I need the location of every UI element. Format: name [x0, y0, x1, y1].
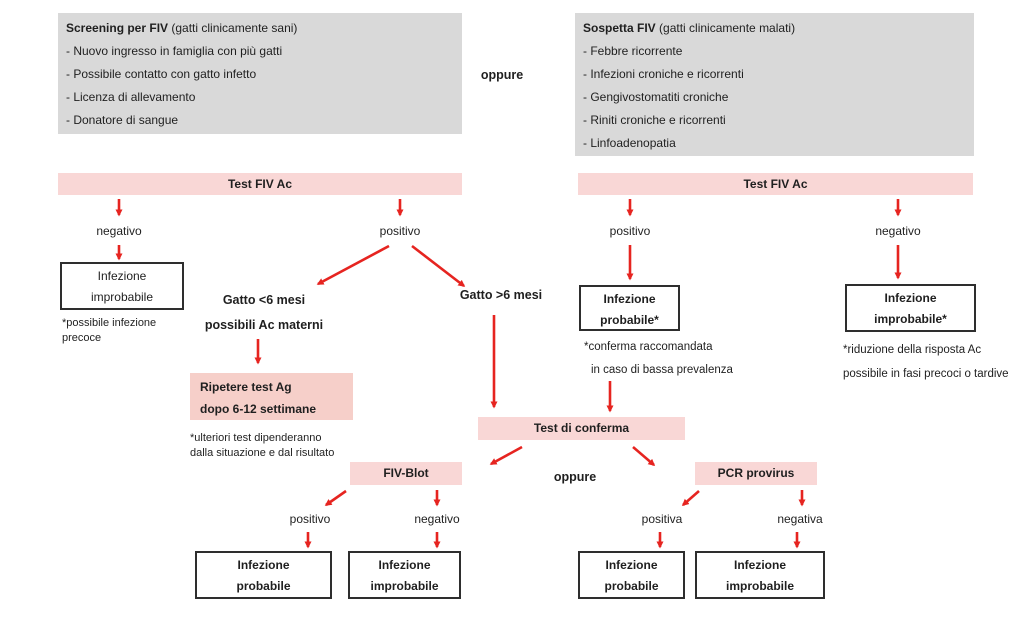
outcome-box-fivblot-probabile: Infezione probabile — [195, 551, 332, 599]
footnote-line: *conferma raccomandata — [584, 341, 713, 353]
outcome-line: probabile — [604, 579, 659, 593]
test-di-conferma-bar: Test di conferma — [478, 417, 685, 440]
outcome-box-pcr-improbabile: Infezione improbabile — [695, 551, 825, 599]
footnote-line: *riduzione della risposta Ac — [843, 344, 982, 356]
gatto-over-6-label: Gatto >6 mesi — [459, 288, 543, 302]
result-label-positivo: positivo — [379, 224, 421, 238]
outcome-box-infezione-improbabile-star: Infezione improbabile* — [845, 284, 976, 332]
test-fiv-ac-bar-left: Test FIV Ac — [58, 173, 462, 195]
gatto-under-6-line1: Gatto <6 mesi — [222, 293, 306, 307]
outcome-line: Infezione — [237, 558, 290, 572]
sospetta-criteria-box: Sospetta FIV (gatti clinicamente malati)… — [575, 13, 974, 156]
screening-criteria-box: Screening per FIV (gatti clinicamente sa… — [58, 13, 462, 134]
footnote-riduzione-risposta: *riduzione della risposta Ac possibile i… — [843, 338, 1024, 386]
outcome-line: Infezione — [97, 269, 147, 283]
footnote-line: possibile in fasi precoci o tardive — [843, 368, 1009, 380]
outcome-line: Infezione — [884, 291, 937, 305]
ripetere-line1: Ripetere test Ag — [200, 380, 292, 394]
oppure-bottom-label: oppure — [553, 470, 597, 484]
outcome-box-fivblot-improbabile: Infezione improbabile — [348, 551, 461, 599]
footnote-line: *ulteriori test dipenderanno — [190, 432, 322, 444]
list-item: - Possibile contatto con gatto infetto — [66, 67, 257, 81]
outcome-line: Infezione — [603, 292, 656, 306]
arrow-diagonal-right-icon — [411, 244, 466, 288]
footnote-line: *possibile infezione — [62, 317, 157, 329]
arrow-diagonal-left-icon — [681, 490, 700, 506]
outcome-line: improbabile — [90, 290, 154, 304]
outcome-line: probabile — [236, 579, 291, 593]
ripetere-test-ag-box: Ripetere test Ag dopo 6-12 settimane — [190, 373, 353, 420]
outcome-box-infezione-improbabile: Infezione improbabile — [60, 262, 184, 310]
outcome-box-infezione-probabile-star: Infezione probabile* — [579, 285, 680, 331]
footnote-line: in caso di bassa prevalenza — [591, 364, 733, 376]
result-label-positivo: positivo — [289, 512, 331, 526]
outcome-line: Infezione — [378, 558, 431, 572]
list-item: - Riniti croniche e ricorrenti — [583, 113, 726, 127]
footnote-possibile-infezione: *possibile infezione precoce — [62, 316, 212, 346]
result-label-positivo: positivo — [609, 224, 651, 238]
result-label-negativa: negativa — [777, 512, 823, 526]
list-item: - Gengivostomatiti croniche — [583, 90, 729, 104]
gatto-under-6-label: Gatto <6 mesi possibili Ac materni — [184, 288, 344, 338]
footnote-line: dalla situazione e dal risultato — [190, 447, 335, 459]
ripetere-line2: dopo 6-12 settimane — [200, 402, 317, 416]
list-item: - Nuovo ingresso in famiglia con più gat… — [66, 44, 283, 58]
oppure-top-label: oppure — [480, 68, 524, 82]
result-label-negativo: negativo — [96, 224, 142, 238]
result-label-negativo: negativo — [875, 224, 921, 238]
screening-title-bold: Screening per FIV — [66, 21, 169, 35]
footnote-conferma-raccomandata: *conferma raccomandata in caso di bassa … — [584, 336, 754, 382]
arrow-diagonal-left-icon — [489, 445, 523, 466]
sospetta-title-bold: Sospetta FIV — [583, 21, 656, 35]
result-label-positiva: positiva — [641, 512, 683, 526]
outcome-line: probabile* — [600, 313, 659, 327]
outcome-line: Infezione — [605, 558, 658, 572]
result-label-negativo: negativo — [414, 512, 460, 526]
list-item: - Donatore di sangue — [66, 113, 179, 127]
footnote-line: precoce — [62, 332, 102, 344]
screening-title-rest: (gatti clinicamente sani) — [168, 21, 298, 35]
list-item: - Linfoadenopatia — [583, 136, 676, 150]
test-fiv-ac-bar-right: Test FIV Ac — [578, 173, 973, 195]
outcome-line: improbabile — [370, 579, 439, 593]
outcome-box-pcr-probabile: Infezione probabile — [578, 551, 685, 599]
pcr-provirus-bar: PCR provirus — [695, 462, 817, 485]
outcome-line: improbabile* — [874, 312, 947, 326]
list-item: - Febbre ricorrente — [583, 44, 683, 58]
arrow-diagonal-left-icon — [316, 244, 390, 286]
sospetta-title-rest: (gatti clinicamente malati) — [655, 21, 796, 35]
outcome-line: Infezione — [733, 558, 786, 572]
footnote-ulteriori-test: *ulteriori test dipenderanno dalla situa… — [190, 431, 370, 461]
list-item: - Infezioni croniche e ricorrenti — [583, 67, 744, 81]
gatto-under-6-line2: possibili Ac materni — [204, 318, 324, 332]
arrow-diagonal-left-icon — [324, 489, 347, 507]
list-item: - Licenza di allevamento — [66, 90, 196, 104]
arrow-diagonal-right-icon — [632, 446, 656, 466]
sospetta-title: Sospetta FIV (gatti clinicamente malati) — [583, 17, 968, 40]
fiv-blot-bar: FIV-Blot — [350, 462, 462, 485]
outcome-line: improbabile — [725, 579, 794, 593]
screening-title: Screening per FIV (gatti clinicamente sa… — [66, 17, 456, 40]
